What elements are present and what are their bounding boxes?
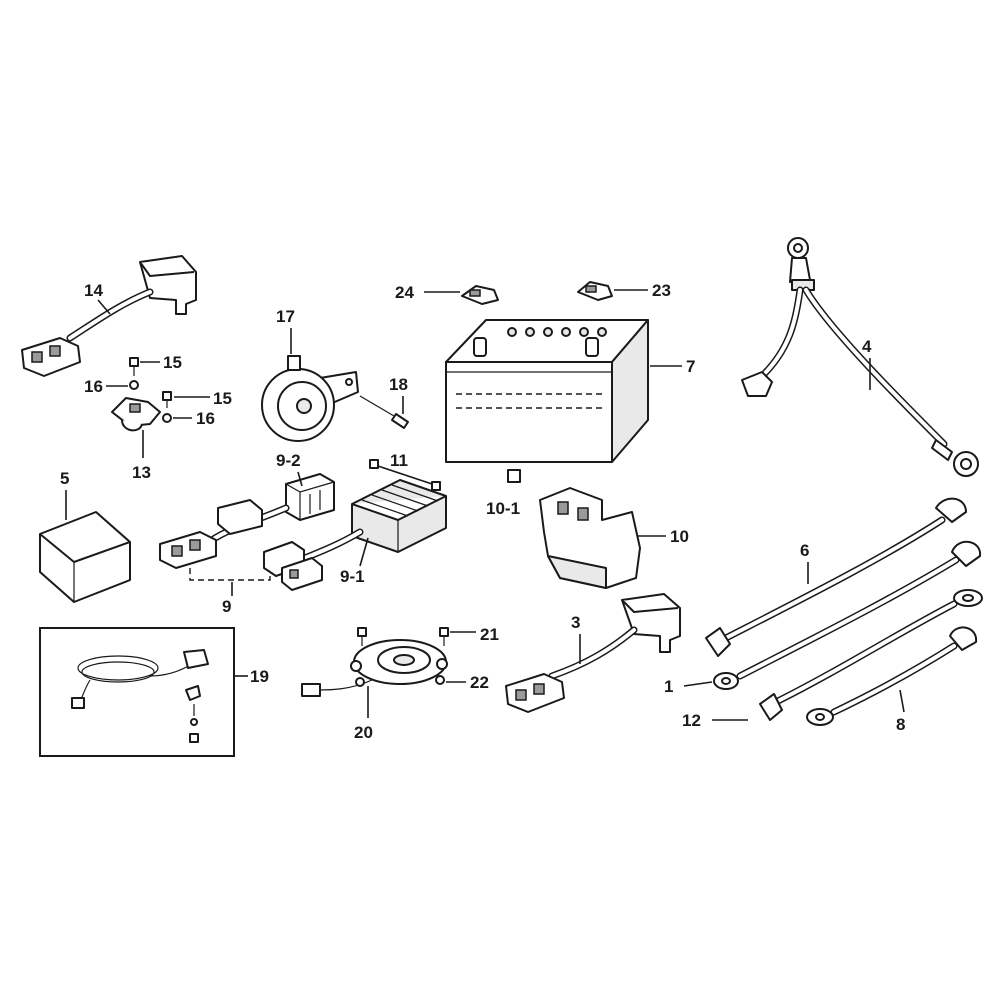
callout-3: 3 <box>571 613 580 632</box>
part-13-clamp-bracket[interactable] <box>111 397 161 432</box>
part-19-wiring-kit[interactable] <box>71 649 209 743</box>
part-3-sensor-harness[interactable] <box>505 593 681 713</box>
callout-6: 6 <box>800 541 809 560</box>
callout-9-1: 9-1 <box>340 567 365 586</box>
part-9-2-coupler[interactable] <box>285 473 335 521</box>
part-14-connector-harness[interactable] <box>21 255 197 377</box>
part-18-screw[interactable] <box>359 395 409 429</box>
callout-19: 19 <box>250 667 269 686</box>
part-9-wire-harness[interactable] <box>159 499 364 591</box>
callout-11: 11 <box>390 451 408 470</box>
part-7-battery[interactable] <box>445 319 649 463</box>
callout-23: 23 <box>652 281 671 300</box>
part-5-box[interactable] <box>39 511 131 603</box>
callout-10: 10 <box>670 527 689 546</box>
part-23-terminal[interactable] <box>577 281 613 301</box>
callout-21: 21 <box>480 625 499 644</box>
callout-9: 9 <box>222 597 231 616</box>
part-21-screws[interactable] <box>357 627 449 646</box>
part-24-terminal[interactable] <box>461 285 499 305</box>
callout-16-upper: 16 <box>84 377 103 396</box>
callout-15-lower: 15 <box>213 389 232 408</box>
callout-5: 5 <box>60 469 69 488</box>
callout-13: 13 <box>132 463 151 482</box>
part-10-1-nut[interactable] <box>507 469 521 483</box>
part-15-bolt-lower[interactable] <box>162 391 172 408</box>
callout-18: 18 <box>389 375 408 394</box>
part-19-wiring-kit-frame <box>39 627 235 757</box>
callout-20: 20 <box>354 723 373 742</box>
callout-15-upper: 15 <box>163 353 182 372</box>
callout-7: 7 <box>686 357 695 376</box>
part-22-washer[interactable] <box>355 675 445 687</box>
callout-17: 17 <box>276 307 295 326</box>
callout-12: 12 <box>682 711 701 730</box>
part-17-horn[interactable] <box>261 355 359 442</box>
part-16-washer-lower[interactable] <box>162 413 172 423</box>
part-6-battery-cable[interactable] <box>705 497 967 657</box>
callout-16-lower: 16 <box>196 409 215 428</box>
callout-1: 1 <box>664 677 673 696</box>
callout-10-1: 10-1 <box>486 499 520 518</box>
part-8-battery-cable[interactable] <box>806 626 978 726</box>
callout-14: 14 <box>84 281 103 300</box>
part-20-buzzer[interactable] <box>301 639 448 697</box>
part-16-washer-upper[interactable] <box>129 380 139 390</box>
part-15-bolt-upper[interactable] <box>129 357 139 376</box>
part-12-battery-cable[interactable] <box>759 589 983 721</box>
part-1-battery-cable[interactable] <box>713 541 982 690</box>
callout-22: 22 <box>470 673 489 692</box>
callout-9-2: 9-2 <box>276 451 301 470</box>
callout-4: 4 <box>862 337 872 356</box>
part-9-1-regulator[interactable] <box>351 479 447 553</box>
callout-8: 8 <box>896 715 905 734</box>
callout-24: 24 <box>395 283 414 302</box>
part-10-relay-bracket[interactable] <box>539 487 641 589</box>
part-4-ground-harness[interactable] <box>741 237 979 477</box>
part-11-bolts[interactable] <box>369 459 441 491</box>
